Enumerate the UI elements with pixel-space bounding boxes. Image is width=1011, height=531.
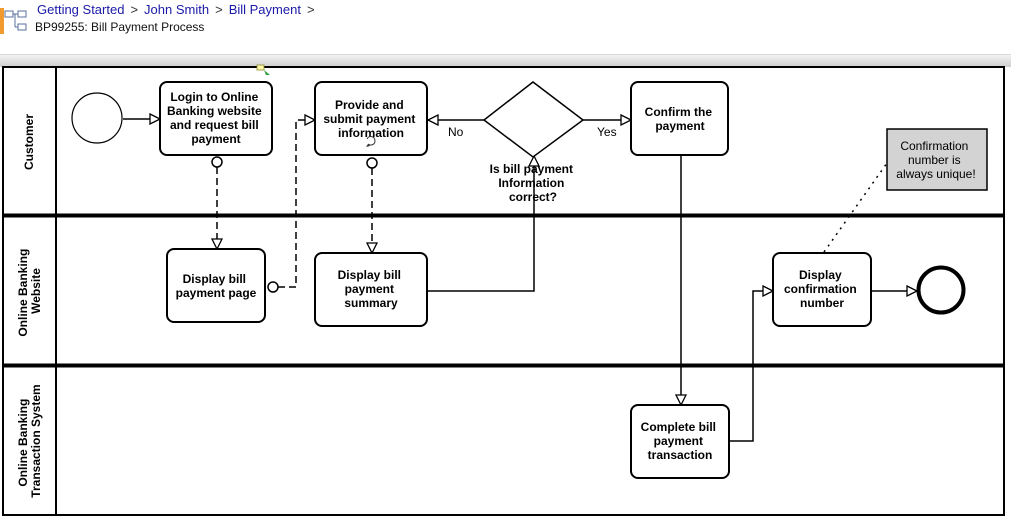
task-label-line: Display bill	[338, 268, 401, 282]
task-display-confirmation[interactable]: Display confirmation number	[772, 252, 872, 327]
lane-label-customer: Customer	[22, 114, 36, 170]
gateway-diamond[interactable]	[482, 81, 585, 158]
task-label-line: Display	[799, 268, 842, 282]
gateway-label-line: Information	[498, 176, 564, 190]
sequence-flow-summary-gateway[interactable]	[428, 156, 534, 292]
breadcrumb-separator: >	[215, 2, 223, 17]
page-title: BP99255: Bill Payment Process	[35, 20, 205, 34]
task-display-page-label: Display bill payment page	[176, 272, 257, 300]
lane-label-website: Online Banking Website	[16, 245, 43, 336]
lane-label-line: Customer	[22, 114, 36, 170]
task-confirm-box[interactable]	[630, 81, 729, 156]
process-logo-icon	[0, 8, 30, 34]
task-label-line: Banking website	[167, 104, 262, 118]
task-complete-box[interactable]	[630, 404, 730, 479]
edit-handle-icon[interactable]	[256, 64, 270, 75]
task-label-line: confirmation	[784, 282, 857, 296]
task-login[interactable]: Login to Online Banking website and requ…	[159, 81, 273, 156]
breadcrumb-separator: >	[306, 2, 315, 17]
task-complete[interactable]: Complete bill payment transaction	[630, 404, 730, 479]
annotation-note[interactable]: Confirmation number is always unique!	[886, 128, 988, 191]
task-display-confirmation-label: Display confirmation number	[784, 268, 860, 310]
breadcrumb-item-getting-started[interactable]: Getting Started	[37, 2, 125, 17]
task-display-summary[interactable]: Display bill payment summary	[314, 252, 428, 327]
task-label-line: Display bill	[183, 272, 246, 286]
connectors	[123, 119, 917, 442]
task-label-line: payment	[654, 434, 703, 448]
annotation-note-box[interactable]	[886, 128, 988, 191]
task-label-line: Provide and	[335, 98, 404, 112]
task-label-line: Confirm the	[645, 105, 713, 119]
task-label-line: number	[800, 296, 844, 310]
lane-label-transaction-system: Online Banking Transaction System	[16, 384, 43, 497]
breadcrumb-item-bill-payment[interactable]: Bill Payment	[228, 2, 301, 17]
task-label-line: summary	[344, 296, 398, 310]
task-label-line: Complete bill	[641, 420, 716, 434]
task-provide-box[interactable]	[314, 81, 428, 156]
task-display-summary-label: Display bill payment summary	[338, 268, 405, 310]
message-flow-page-provide[interactable]	[278, 120, 315, 288]
task-label-line: Login to Online	[170, 90, 258, 104]
task-complete-label: Complete bill payment transaction	[641, 420, 720, 462]
note-line: always unique!	[896, 167, 975, 181]
flow-label-no: No	[448, 125, 464, 139]
task-display-page[interactable]: Display bill payment page	[166, 248, 266, 323]
start-event[interactable]	[71, 92, 123, 144]
lane-label-line: Online Banking	[16, 249, 30, 337]
lane-label-line: Website	[29, 268, 43, 314]
task-label-line: payment	[345, 282, 394, 296]
task-label-line: payment	[191, 132, 240, 146]
sequence-flow-complete-confirmation[interactable]	[729, 291, 773, 442]
note-line: number is	[908, 153, 961, 167]
task-confirm-label: Confirm the payment	[645, 105, 716, 133]
gateway-label: Is bill payment Information correct?	[490, 162, 577, 204]
task-display-summary-box[interactable]	[314, 252, 428, 327]
task-provide-label: Provide and submit payment information	[323, 98, 418, 140]
task-label-line: payment	[655, 119, 704, 133]
cursor-icon	[366, 136, 376, 147]
breadcrumb: Getting Started > John Smith > Bill Payment >	[37, 2, 321, 17]
task-confirm[interactable]: Confirm the payment	[630, 81, 729, 156]
message-flow-origin	[267, 281, 279, 293]
task-label-line: transaction	[648, 448, 713, 462]
breadcrumb-item-john-smith[interactable]: John Smith	[144, 2, 210, 17]
end-event[interactable]	[916, 265, 966, 315]
annotation-note-text: Confirmation number is always unique!	[896, 139, 975, 181]
lane-label-line: Transaction System	[29, 384, 43, 497]
task-display-page-box[interactable]	[166, 248, 266, 323]
gateway-label-line: correct?	[509, 190, 557, 204]
task-display-confirmation-box[interactable]	[772, 252, 872, 327]
note-line: Confirmation	[900, 139, 968, 153]
task-provide[interactable]: Provide and submit payment information	[314, 81, 428, 156]
task-label-line: submit payment	[323, 112, 415, 126]
message-flow-origin	[366, 157, 378, 169]
task-login-label: Login to Online Banking website and requ…	[167, 90, 265, 146]
task-label-line: payment page	[176, 286, 257, 300]
gateway-label-line: Is bill payment	[490, 162, 573, 176]
header: Getting Started > John Smith > Bill Payment >…	[0, 0, 1011, 54]
gateway[interactable]	[482, 81, 585, 158]
task-label-line: information	[338, 126, 404, 140]
flow-label-yes: Yes	[597, 125, 617, 139]
message-flow-origin	[211, 156, 223, 168]
task-login-box[interactable]	[159, 81, 273, 156]
lane-label-line: Online Banking	[16, 399, 30, 487]
toolbar-band	[0, 54, 1011, 67]
task-label-line: and request bill	[170, 118, 259, 132]
breadcrumb-separator: >	[130, 2, 139, 17]
